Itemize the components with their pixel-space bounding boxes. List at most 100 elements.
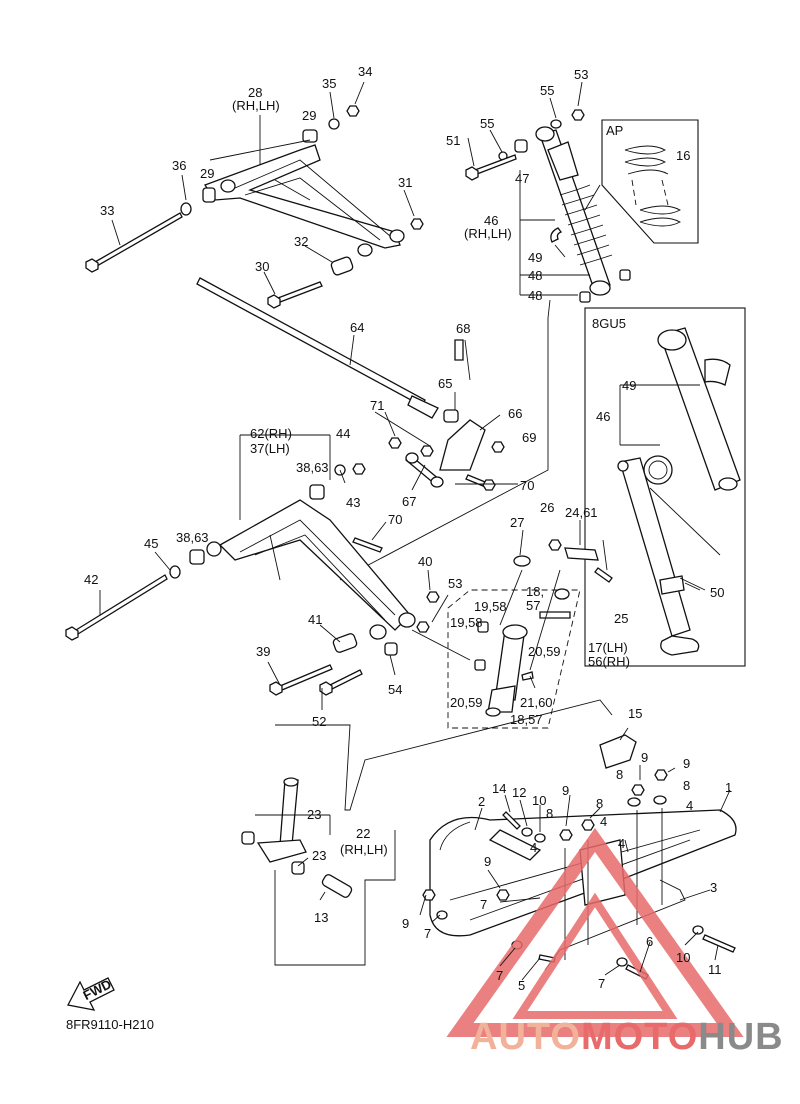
watermark-hub: HUB	[698, 1016, 784, 1058]
fwd-arrow: FWD	[67, 976, 115, 1011]
callout-20-59: 20,59	[528, 644, 561, 659]
callout-9: 9	[484, 854, 491, 869]
callout-4: 4	[530, 840, 537, 855]
watermark-text: AUTOMOTOHUB	[470, 1016, 784, 1059]
callout-19-58: 19,58	[474, 599, 507, 614]
shaft-64	[196, 277, 439, 419]
callout-8: 8	[616, 767, 623, 782]
callout-17-lh: 17(LH)	[588, 640, 628, 655]
callout-66: 66	[508, 406, 522, 421]
callout-70: 70	[388, 512, 402, 527]
shock-absorber	[465, 109, 631, 303]
callout-43: 43	[346, 495, 360, 510]
callout-41: 41	[308, 612, 322, 627]
callout-57: 57	[526, 598, 540, 613]
callout-40: 40	[418, 554, 432, 569]
callout-39: 39	[256, 644, 270, 659]
callout-4: 4	[600, 814, 607, 829]
callout-35: 35	[322, 76, 336, 91]
watermark-logo	[446, 827, 744, 1037]
callout-52: 52	[312, 714, 326, 729]
callout-9: 9	[402, 916, 409, 931]
callout-47: 47	[515, 171, 529, 186]
callout-30: 30	[255, 259, 269, 274]
callout-46-side: (RH,LH)	[464, 226, 512, 241]
callout-46: 46	[596, 409, 610, 424]
callout-11: 11	[708, 962, 722, 977]
callout-19-58: 19,58	[450, 615, 483, 630]
callout-22: 22	[356, 826, 370, 841]
callout-36: 36	[172, 158, 186, 173]
inset-ap-label: AP	[606, 123, 623, 138]
callout-71: 71	[370, 398, 384, 413]
callout-37-lh: 37(LH)	[250, 441, 290, 456]
callout-46: 46	[484, 213, 498, 228]
spindle-22	[241, 777, 353, 898]
callout-18-57: 18,57	[510, 712, 543, 727]
callout-31: 31	[398, 175, 412, 190]
callout-18: 18,	[526, 584, 544, 599]
spindle-assembly	[447, 539, 613, 729]
callout-38-63: 38,63	[176, 530, 209, 545]
upper-a-arm	[85, 105, 424, 309]
callout-23: 23	[307, 807, 321, 822]
callout-3: 3	[710, 880, 717, 895]
callout-10: 10	[532, 793, 546, 808]
callout-42: 42	[84, 572, 98, 587]
callout-25: 25	[614, 611, 628, 626]
callout-54: 54	[388, 682, 402, 697]
callout-28-side: (RH,LH)	[232, 98, 280, 113]
inset-8gu5-label: 8GU5	[592, 316, 626, 331]
callout-24-61: 24,61	[565, 505, 598, 520]
callout-8: 8	[546, 806, 553, 821]
callout-26: 26	[540, 500, 554, 515]
callout-9: 9	[683, 756, 690, 771]
callout-33: 33	[100, 203, 114, 218]
inset-ap: AP	[584, 119, 699, 244]
callout-16: 16	[676, 148, 690, 163]
callout-1: 1	[725, 780, 732, 795]
callout-55: 55	[540, 83, 554, 98]
callout-6: 6	[646, 934, 653, 949]
callout-8: 8	[683, 778, 690, 793]
lower-a-arm	[65, 463, 440, 696]
linkage	[388, 339, 505, 491]
callout-9: 9	[641, 750, 648, 765]
callout-7: 7	[496, 968, 503, 983]
callout-44: 44	[336, 426, 350, 441]
callout-62-rh: 62(RH)	[250, 426, 292, 441]
callout-7: 7	[598, 976, 605, 991]
callout-53: 53	[574, 67, 588, 82]
watermark-auto: AUTO	[470, 1016, 581, 1058]
callout-51: 51	[446, 133, 460, 148]
callout-34: 34	[358, 64, 372, 79]
callout-21-60: 21,60	[520, 695, 553, 710]
callout-32: 32	[294, 234, 308, 249]
callout-29: 29	[302, 108, 316, 123]
watermark-moto: MOTO	[580, 1016, 699, 1058]
callout-23: 23	[312, 848, 326, 863]
leader-lines	[99, 81, 731, 981]
callout-50: 50	[710, 585, 724, 600]
callout-5: 5	[518, 978, 525, 993]
callout-69: 69	[522, 430, 536, 445]
callout-49: 49	[622, 378, 636, 393]
callout-4: 4	[618, 836, 625, 851]
callout-48: 48	[528, 268, 542, 283]
callout-48: 48	[528, 288, 542, 303]
diagram-code: 8FR9110-H210	[66, 1017, 154, 1032]
callout-70: 70	[520, 478, 534, 493]
callout-15: 15	[628, 706, 642, 721]
callout-12: 12	[512, 785, 526, 800]
callout-29: 29	[200, 166, 214, 181]
callout-8: 8	[596, 796, 603, 811]
callout-22-side: (RH,LH)	[340, 842, 388, 857]
callout-64: 64	[350, 320, 364, 335]
callout-labels: 28 (RH,LH) 29 29 35 34 36 31 33 32 30 64…	[84, 64, 732, 993]
callout-45: 45	[144, 536, 158, 551]
callout-14: 14	[492, 781, 506, 796]
callout-27: 27	[510, 515, 524, 530]
callout-13: 13	[314, 910, 328, 925]
callout-28: 28	[248, 85, 262, 100]
